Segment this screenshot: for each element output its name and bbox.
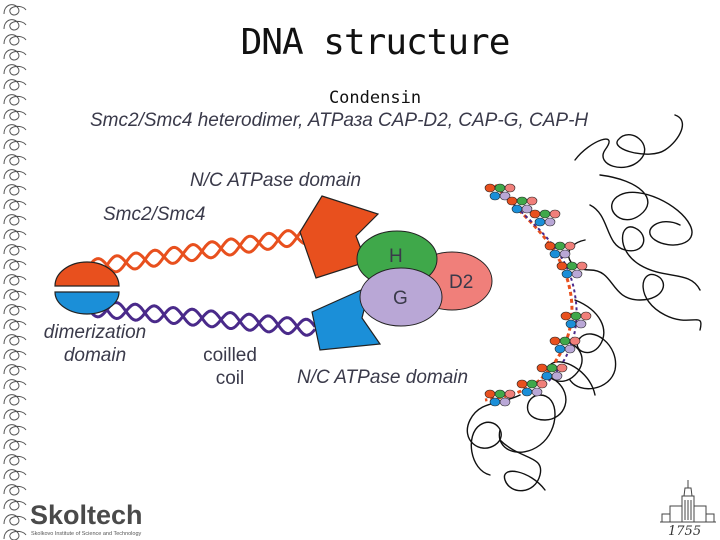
label-coil: coil (215, 368, 245, 389)
condensin-unit (484, 389, 516, 407)
smc-orange-coil-strand (86, 229, 306, 274)
condensin-unit (544, 241, 576, 259)
diagram-header: Smc2/Smc4 heterodimer, ATPаза CAP-D2, CA… (90, 110, 589, 131)
condensin-unit (529, 209, 561, 227)
smc-purple-coil-strand (86, 299, 317, 337)
slide-subtitle: Condensin (328, 88, 422, 108)
skoltech-logo: Skoltech Skolkovo Institute of Science a… (30, 500, 152, 540)
label-g: G (393, 288, 408, 309)
label-h: H (389, 246, 403, 267)
hinge-orange (54, 261, 120, 287)
label-nc-atpase-top: N/C ATPase domain (190, 170, 362, 191)
slide-title: DNA structure (240, 22, 511, 63)
condensin-unit (556, 261, 588, 279)
condensin-unit (516, 379, 548, 397)
emblem-year: 1755 (668, 524, 702, 539)
condensin-unit (536, 363, 568, 381)
label-domain: domain (63, 345, 127, 366)
cap-g-subunit (359, 267, 443, 327)
smc-orange-coil (86, 226, 306, 277)
label-nc-atpase-bottom: N/C ATPase domain (297, 367, 469, 388)
university-building-icon (660, 480, 716, 523)
condensin-unit (549, 336, 581, 354)
condensin-unit (560, 311, 592, 329)
hinge-blue (54, 291, 120, 315)
condensin-unit (506, 196, 538, 214)
dna-loops (466, 114, 702, 492)
skoltech-logo-tagline: Skolkovo Institute of Science and Techno… (31, 531, 142, 537)
condensin-unit (484, 183, 516, 201)
label-smc2-smc4: Smc2/Smc4 (103, 204, 206, 225)
helix-border (3, 4, 27, 540)
label-d2: D2 (449, 272, 474, 293)
label-dimerization: dimerization (43, 322, 147, 343)
condensin-chain (484, 184, 578, 402)
skoltech-logo-name: Skoltech (30, 500, 143, 530)
label-coiled: coilled (203, 345, 257, 366)
